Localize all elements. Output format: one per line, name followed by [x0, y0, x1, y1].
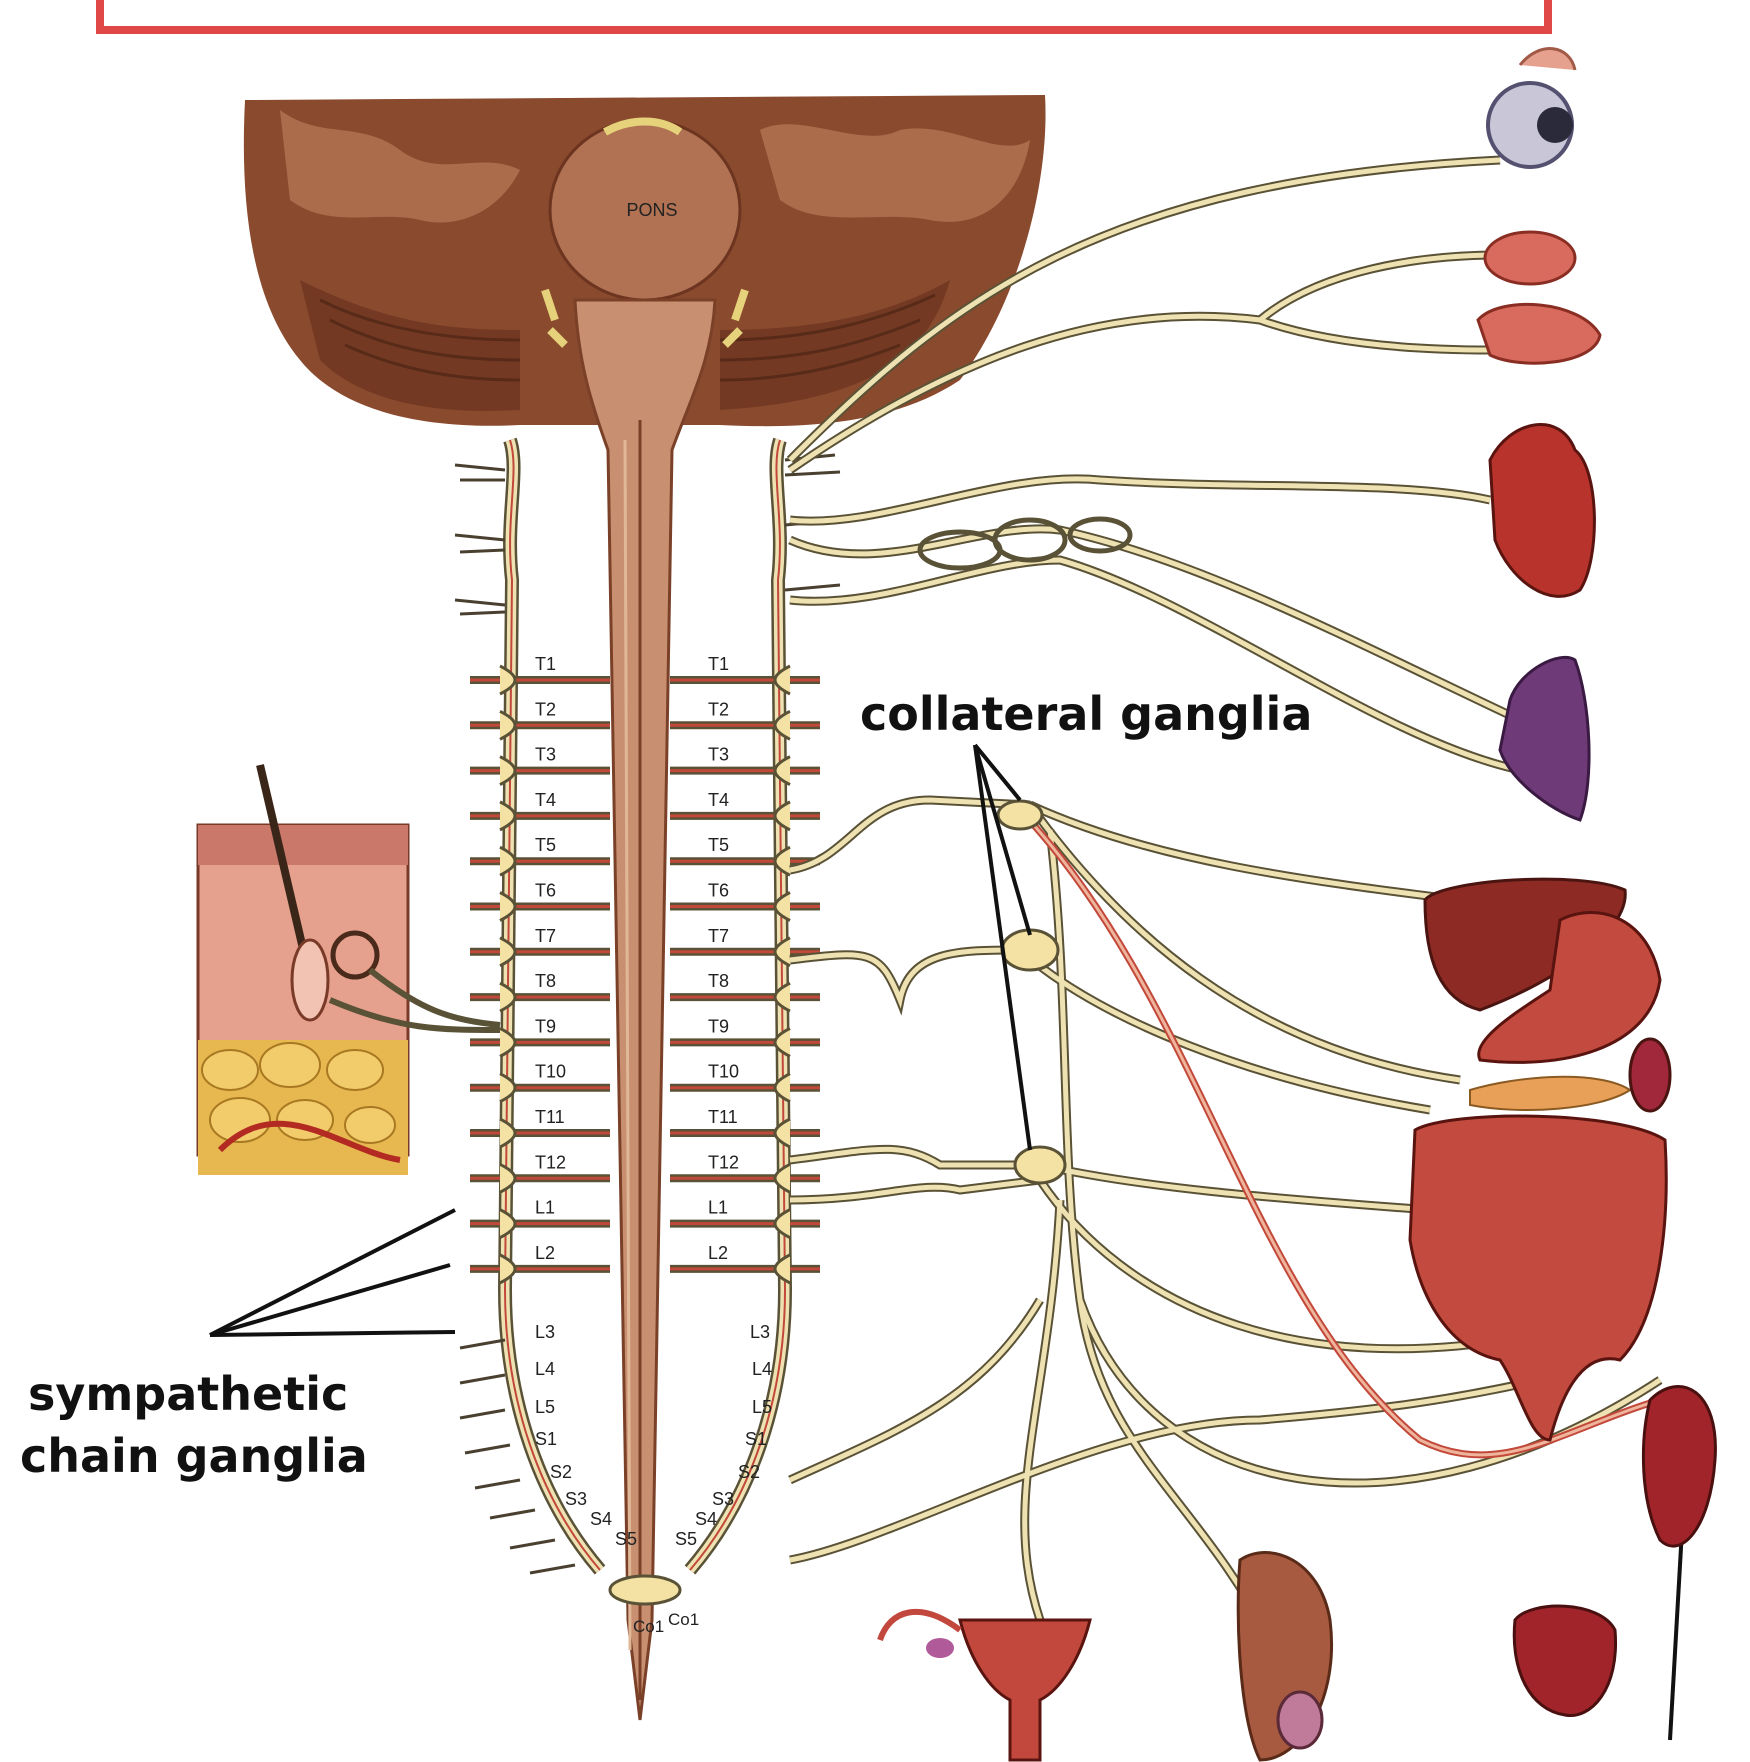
sacral-spike [460, 1410, 505, 1418]
segment-label-right: T2 [708, 699, 729, 719]
coccygeal-label-right: Co1 [668, 1610, 699, 1629]
segment-rung-right [670, 1074, 820, 1102]
segment-label-left: T12 [535, 1152, 566, 1172]
segment-rung-right [670, 983, 820, 1011]
segment-label-left: T4 [535, 790, 556, 810]
segment-label-left: L5 [535, 1397, 555, 1417]
sacral-spike [460, 1340, 505, 1348]
sacral-spike [490, 1510, 535, 1518]
segment-rung-right [670, 711, 820, 739]
testis-icon [1238, 1553, 1331, 1761]
segment-label-left: S1 [535, 1429, 557, 1449]
segment-label-left: T11 [535, 1107, 565, 1127]
sacral-spike [460, 1375, 505, 1383]
segment-label-right: L4 [752, 1359, 772, 1379]
segment-label-left: T8 [535, 971, 556, 991]
segment-label-left: L1 [535, 1198, 555, 1218]
collateral-ganglia-label: collateral ganglia [860, 687, 1312, 741]
intestine-icon [1410, 1116, 1666, 1440]
segment-label-right: L1 [708, 1198, 728, 1218]
segment-label-right: S3 [712, 1489, 734, 1509]
uterus-icon [960, 1620, 1090, 1760]
cervical-spikes-left [455, 465, 505, 614]
segment-label-right: T6 [708, 881, 729, 901]
segment-label-right: T4 [708, 790, 729, 810]
coccygeal-label-left: Co1 [633, 1617, 664, 1636]
segment-label-left: T2 [535, 699, 556, 719]
segment-label-right: L5 [752, 1397, 772, 1417]
segment-label-right: T3 [708, 745, 729, 765]
sympathetic-chain-label-line1: sympathetic [28, 1367, 348, 1421]
segment-label-right: T11 [708, 1107, 738, 1127]
eye-icon [1488, 49, 1575, 167]
segment-label-left: L4 [535, 1359, 555, 1379]
segment-label-right: S2 [738, 1462, 760, 1482]
sacral-spike [530, 1565, 575, 1573]
segment-label-left: T9 [535, 1016, 556, 1036]
segment-rung-right [670, 666, 820, 694]
spinal-cord-icon [575, 300, 715, 1720]
lacrimal-gland-icon [1485, 232, 1575, 284]
segment-rung-right [670, 1164, 820, 1192]
segment-rung-right [670, 1255, 820, 1283]
heart-icon [1490, 425, 1594, 597]
segment-label-left: S4 [590, 1509, 612, 1529]
segment-rung-right [670, 1210, 820, 1238]
ganglion-impar [610, 1576, 680, 1604]
chain-pointer-lines [210, 1210, 455, 1335]
segment-label-left: T3 [535, 745, 556, 765]
segment-label-right: L3 [750, 1322, 770, 1342]
segment-label-right: T8 [708, 971, 729, 991]
pancreas-icon [1470, 1077, 1630, 1110]
segment-label-left: T6 [535, 881, 556, 901]
segment-label-left: T1 [535, 654, 556, 674]
segment-label-right: T9 [708, 1016, 729, 1036]
segment-label-right: T7 [708, 926, 729, 946]
segment-label-right: S1 [745, 1429, 767, 1449]
segment-label-left: L3 [535, 1322, 555, 1342]
segment-label-right: T1 [708, 654, 729, 674]
spleen-icon [1630, 1039, 1670, 1111]
salivary-gland-icon [1478, 304, 1600, 363]
segment-label-left: T7 [535, 926, 556, 946]
title-frame [100, 0, 1548, 30]
segment-rung-right [670, 893, 820, 921]
segment-label-left: S2 [550, 1462, 572, 1482]
superior-mesenteric-ganglion [1002, 930, 1058, 970]
segment-label-right: L2 [708, 1243, 728, 1263]
sacral-spike [475, 1480, 520, 1488]
segment-label-left: S5 [615, 1529, 637, 1549]
segment-rung-right [670, 757, 820, 785]
skin-section-icon [198, 765, 500, 1175]
segment-label-left: L2 [535, 1243, 555, 1263]
segment-rung-right [670, 1119, 820, 1147]
pons-label: PONS [626, 200, 677, 220]
segment-label-left: S3 [565, 1489, 587, 1509]
celiac-ganglion [998, 801, 1042, 829]
segment-rung-right [670, 1028, 820, 1056]
inferior-mesenteric-ganglion [1015, 1147, 1065, 1183]
bladder-icon [1514, 1606, 1615, 1715]
sacral-spike [510, 1540, 555, 1548]
segment-label-right: S5 [675, 1529, 697, 1549]
segment-label-right: T12 [708, 1152, 739, 1172]
sacral-spike [465, 1445, 510, 1453]
segment-labels-left: T1T2T3T4T5T6T7T8T9T10T11T12L1L2 [535, 654, 566, 1263]
segment-label-left: T10 [535, 1062, 566, 1082]
lung-icon [1500, 657, 1589, 820]
segment-rung-right [670, 802, 820, 830]
kidney-icon [1643, 1387, 1715, 1547]
lower-segment-labels-left: L3L4L5S1S2S3S4S5 [535, 1322, 637, 1549]
segment-label-right: T10 [708, 1062, 739, 1082]
segment-label-right: T5 [708, 835, 729, 855]
segment-label-right: S4 [695, 1509, 717, 1529]
sympathetic-chain-label-line2: chain ganglia [20, 1429, 368, 1483]
segment-label-left: T5 [535, 835, 556, 855]
